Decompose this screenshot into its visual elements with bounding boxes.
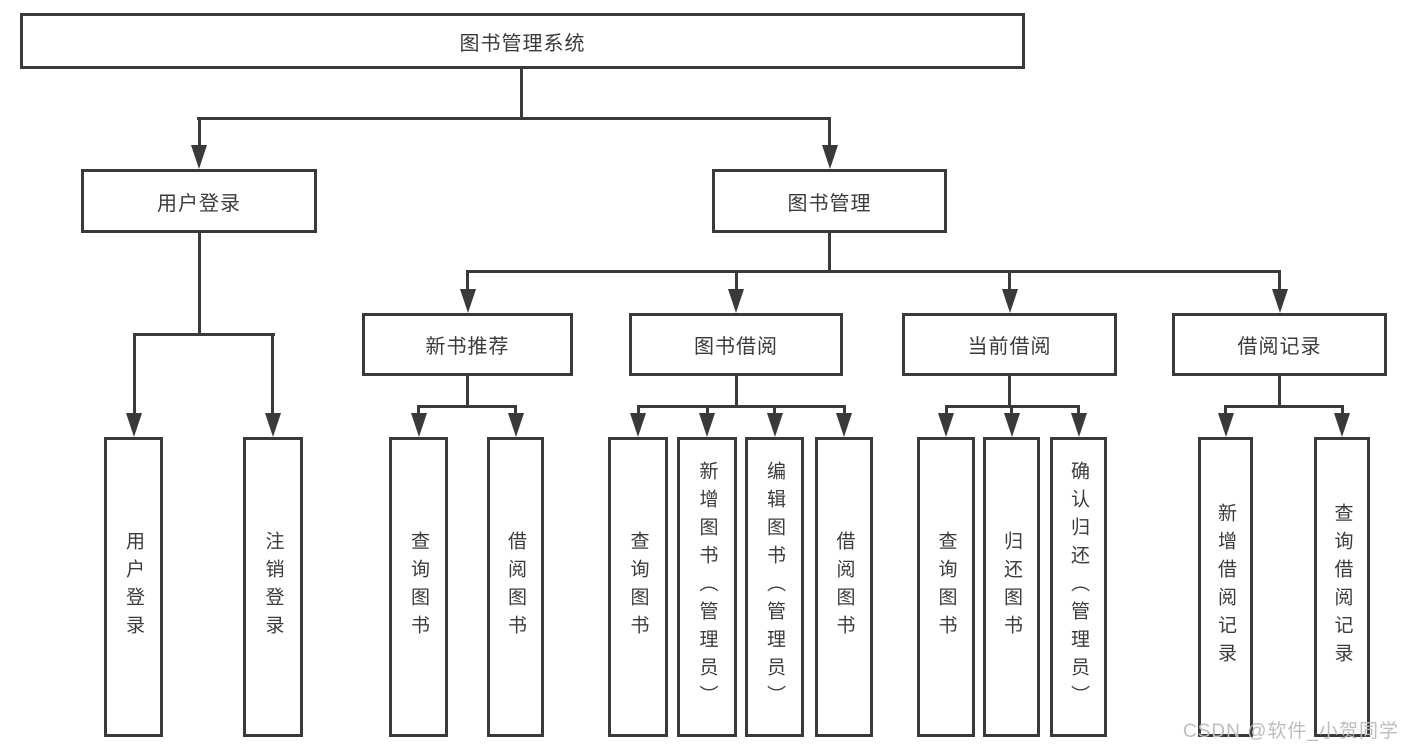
leaf-user-login: 用户登录 <box>104 437 163 737</box>
connector-vline <box>828 117 831 148</box>
leaf-borrow-borrow-books: 借阅图书 <box>815 437 873 737</box>
arrow-down-icon <box>264 413 281 437</box>
connector-vline <box>271 333 274 417</box>
arrow-down-icon <box>191 145 207 169</box>
arrow-down-icon <box>1001 289 1018 313</box>
arrow-down-icon <box>126 413 142 437</box>
connector-vline <box>197 233 201 336</box>
connector-vline <box>1010 405 1013 419</box>
node-new-book-recommend: 新书推荐 <box>362 313 573 376</box>
connector-hline <box>132 333 275 336</box>
arrow-down-icon <box>507 413 524 437</box>
leaf-borrow-query-books: 查询图书 <box>608 437 668 737</box>
connector-vline <box>1008 376 1011 408</box>
node-book-management: 图书管理 <box>712 169 947 233</box>
csdn-watermark: CSDN @软件_小贺同学 <box>1183 721 1399 742</box>
connector-vline <box>514 405 517 419</box>
node-root: 图书管理系统 <box>20 13 1025 69</box>
connector-vline <box>132 333 136 417</box>
connector-vline <box>1278 376 1281 408</box>
connector-vline <box>1340 405 1344 419</box>
connector-vline <box>842 405 846 419</box>
arrow-down-icon <box>1003 413 1020 437</box>
leaf-current-query-books: 查询图书 <box>917 437 975 737</box>
arrow-down-icon <box>1271 289 1288 313</box>
connector-vline <box>520 69 523 119</box>
connector-vline <box>944 405 948 419</box>
connector-hline <box>417 405 517 408</box>
connector-vline <box>734 270 738 292</box>
arrow-down-icon <box>459 289 476 313</box>
connector-vline <box>417 405 420 419</box>
connector-vline <box>705 405 709 419</box>
connector-vline <box>466 270 469 292</box>
leaf-records-add-record: 新增借阅记录 <box>1198 437 1253 737</box>
connector-vline <box>734 376 738 408</box>
arrow-down-icon <box>630 413 646 437</box>
leaf-current-return-books: 归还图书 <box>983 437 1040 737</box>
node-book-borrow: 图书借阅 <box>629 313 843 376</box>
connector-hline <box>636 405 846 408</box>
arrow-down-icon <box>836 413 852 437</box>
arrow-down-icon <box>728 289 744 313</box>
leaf-logout: 注销登录 <box>243 437 303 737</box>
arrow-down-icon <box>1334 413 1350 437</box>
arrow-down-icon <box>1070 413 1087 437</box>
leaf-recommend-query-books: 查询图书 <box>389 437 448 737</box>
connector-hline <box>197 117 831 120</box>
connector-vline <box>773 405 776 419</box>
arrow-down-icon <box>821 145 838 169</box>
connector-vline <box>197 117 201 148</box>
connector-vline <box>1008 270 1011 292</box>
leaf-borrow-add-books-admin: 新增图书（管理员） <box>677 437 737 737</box>
arrow-down-icon <box>1217 413 1234 437</box>
connector-vline <box>828 233 831 272</box>
node-current-borrow: 当前借阅 <box>902 313 1117 376</box>
leaf-current-confirm-return-admin: 确认归还（管理员） <box>1050 437 1107 737</box>
leaf-recommend-borrow-books: 借阅图书 <box>487 437 544 737</box>
leaf-borrow-edit-books-admin: 编辑图书（管理员） <box>745 437 804 737</box>
connector-vline <box>636 405 640 419</box>
connector-vline <box>1224 405 1227 419</box>
arrow-down-icon <box>699 413 715 437</box>
node-user-login: 用户登录 <box>81 169 317 233</box>
connector-vline <box>466 376 469 408</box>
arrow-down-icon <box>766 413 783 437</box>
arrow-down-icon <box>410 413 427 437</box>
connector-vline <box>1077 405 1080 419</box>
arrow-down-icon <box>938 413 954 437</box>
connector-hline <box>1224 405 1343 408</box>
node-borrow-records: 借阅记录 <box>1172 313 1387 376</box>
leaf-records-query-record: 查询借阅记录 <box>1314 437 1370 737</box>
connector-vline <box>1278 270 1281 292</box>
connector-hline <box>466 270 1281 273</box>
